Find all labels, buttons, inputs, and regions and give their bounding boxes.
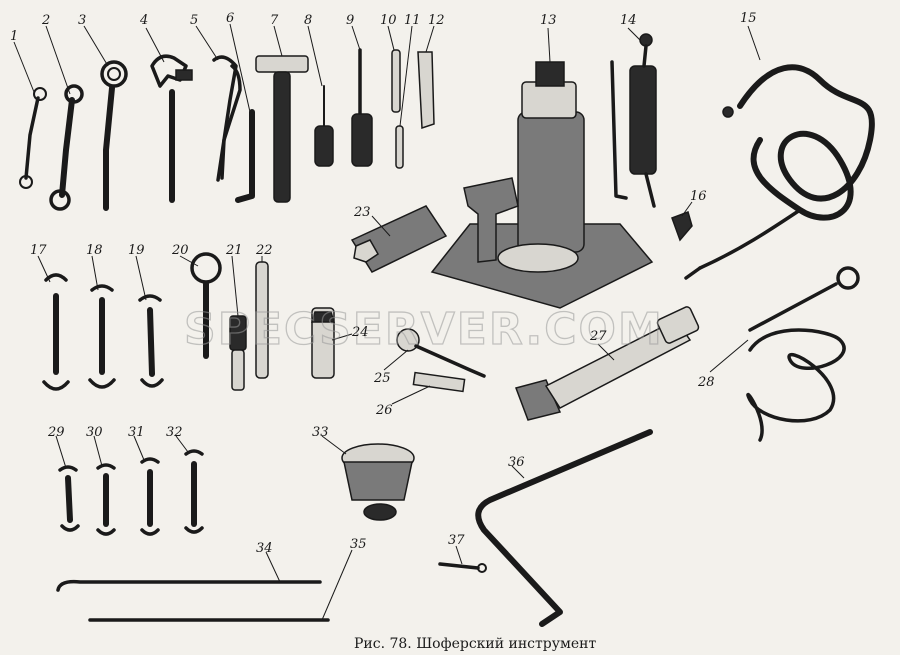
tool-29-small-wrench [58, 465, 80, 532]
tool-2-box-wrench [49, 84, 84, 211]
label-24: 24 [351, 325, 369, 340]
tool-27-wheel-nut-wrench [515, 306, 700, 421]
label-34: 34 [256, 541, 273, 556]
tool-11-pin [395, 125, 404, 169]
tool-16-valve-tip [671, 211, 693, 242]
label-4: 4 [139, 13, 148, 28]
label-16: 16 [690, 189, 707, 204]
label-23: 23 [353, 205, 371, 220]
tool-14-grease-gun [610, 33, 657, 208]
tool-13-hydraulic-jack [430, 61, 654, 309]
tool-4-adjustable-wrench [150, 54, 193, 203]
figure-caption: Рис. 78. Шоферский инструмент [354, 636, 596, 652]
label-22: 22 [255, 243, 273, 258]
tool-24-box-spanner [310, 307, 336, 379]
label-27: 27 [589, 329, 607, 344]
label-18: 18 [86, 243, 103, 258]
tool-9-screwdriver [351, 48, 373, 167]
watermark: SPECSERVER.COM [184, 304, 664, 355]
label-17: 17 [30, 243, 47, 258]
tool-1-box-wrench [19, 87, 47, 189]
tool-8-screwdriver [314, 85, 334, 167]
label-1: 1 [10, 29, 18, 44]
label-8: 8 [304, 13, 312, 28]
tool-20-ring-spanner [190, 252, 222, 359]
tool-26-feeler-plate [412, 371, 466, 393]
tool-18-open-wrench [88, 284, 116, 389]
label-26: 26 [375, 403, 393, 418]
label-11: 11 [404, 13, 421, 28]
label-13: 13 [540, 13, 557, 28]
tool-32-small-wrench [184, 449, 204, 534]
label-35: 35 [350, 537, 367, 552]
tool-34-tire-lever [56, 579, 322, 592]
label-2: 2 [41, 13, 50, 28]
label-3: 3 [78, 13, 86, 28]
tool-3-ring-wrench [100, 60, 128, 211]
tool-36-crank-handle [475, 429, 653, 627]
label-30: 30 [86, 425, 103, 440]
tool-7-hammer [255, 55, 309, 203]
tool-37-small-key [438, 562, 487, 573]
tool-25-gauge [396, 328, 486, 378]
label-5: 5 [190, 13, 198, 28]
label-33: 33 [312, 425, 329, 440]
leader-lines [13, 23, 761, 621]
label-32: 32 [166, 425, 183, 440]
tool-30-small-wrench [96, 463, 116, 536]
tool-10-drift [391, 49, 401, 113]
label-31: 31 [128, 425, 145, 440]
tool-5-pliers [212, 55, 242, 182]
label-29: 29 [47, 425, 65, 440]
tool-17-open-wrench [42, 273, 70, 391]
label-28: 28 [697, 375, 715, 390]
label-6: 6 [226, 11, 234, 26]
tool-33-hub-cap-wrench [341, 443, 415, 521]
tool-15-tire-pump-hose [684, 64, 875, 280]
label-36: 36 [508, 455, 525, 470]
tool-31-small-wrench [140, 457, 160, 536]
tool-23-spark-plug-wrench [350, 205, 448, 273]
label-20: 20 [171, 243, 189, 258]
label-9: 9 [346, 13, 354, 28]
tool-6-hex-key [235, 109, 255, 203]
label-10: 10 [380, 13, 397, 28]
label-37: 37 [448, 533, 465, 548]
part-labels: 1 2 3 4 5 6 7 8 9 10 11 12 13 14 15 16 1… [10, 11, 757, 556]
tool-28-inspection-lamp [746, 266, 860, 442]
label-25: 25 [373, 371, 391, 386]
label-12: 12 [428, 13, 445, 28]
label-15: 15 [740, 11, 757, 26]
tool-12-chisel [417, 51, 435, 130]
label-19: 19 [128, 243, 145, 258]
label-7: 7 [270, 13, 279, 28]
tool-21-socket-wrench [229, 315, 247, 391]
label-14: 14 [620, 13, 637, 28]
tool-19-open-wrench [138, 294, 164, 388]
label-21: 21 [225, 243, 243, 258]
